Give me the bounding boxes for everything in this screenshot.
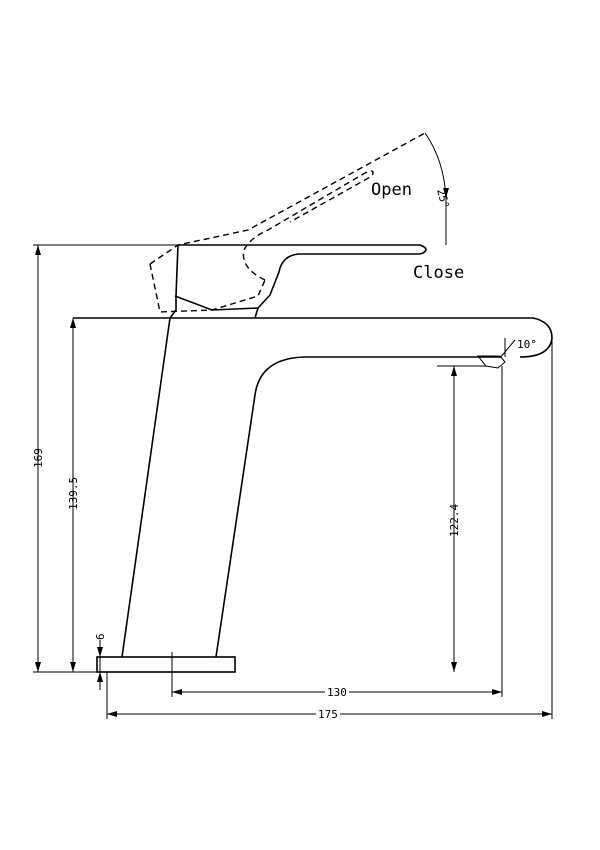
body-height-value: 139.5 [67,477,80,510]
lever-angle-indicator: 25° [424,132,452,245]
total-height-value: 169 [32,448,45,468]
lever-closed [169,244,427,319]
open-label: Open [371,180,412,200]
dimension-total-length: 175 [106,340,553,721]
dimension-total-height: 169 [32,244,178,673]
outlet-height-value: 122.4 [448,504,461,537]
spout-angle-indicator: 10° [499,338,537,359]
dimension-base-thickness: 6 [94,633,107,690]
dimension-outlet-height: 122.4 [437,365,486,672]
lever-angle-label: 25° [434,187,452,210]
total-length-value: 175 [318,708,338,721]
close-label: Close [413,263,464,283]
reach-value: 130 [327,686,347,699]
dimension-reach: 130 [171,366,503,699]
spout-angle-label: 10° [517,338,537,351]
dimension-body-height: 139.5 [67,318,80,672]
base-thickness-value: 6 [94,633,107,640]
faucet-body [72,317,553,672]
lever-open [149,132,426,313]
base-plate [96,656,236,673]
